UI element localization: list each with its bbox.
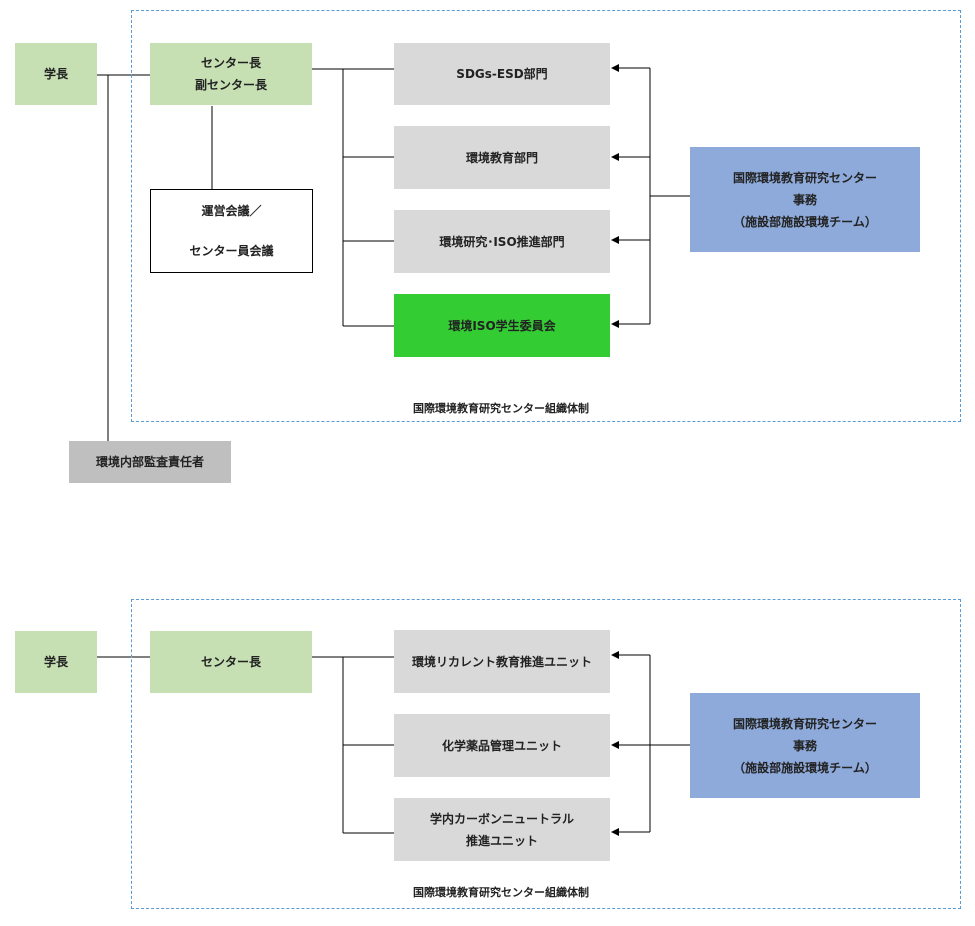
bottom-office-box: 国際環境教育研究センター 事務 （施設部施設環境チーム） — [690, 693, 920, 798]
bottom-president-box: 学長 — [15, 631, 97, 693]
unit-label: 化学薬品管理ユニット — [441, 738, 562, 753]
division-label: 環境教育部門 — [465, 150, 538, 165]
office-label-2: 事務 — [792, 738, 817, 753]
student-iso-committee: 環境ISO学生委員会 — [394, 294, 610, 357]
office-label-3: （施設部施設環境チーム） — [733, 760, 877, 775]
unit-label: 環境リカレント教育推進ユニット — [411, 654, 592, 669]
bottom-caption: 国際環境教育研究センター組織体制 — [413, 886, 589, 899]
office-label-1: 国際環境教育研究センター — [732, 170, 877, 185]
top-organization-frame — [131, 10, 961, 422]
bottom-president-label: 学長 — [43, 655, 68, 669]
top-office-box: 国際環境教育研究センター 事務 （施設部施設環境チーム） — [690, 147, 920, 252]
division-environmental-education: 環境教育部門 — [394, 126, 610, 189]
internal-auditor-box: 環境内部監査責任者 — [69, 441, 231, 483]
bottom-director-box: センター長 — [150, 631, 312, 693]
unit-recurrent-education: 環境リカレント教育推進ユニット — [394, 630, 610, 693]
office-label-1: 国際環境教育研究センター — [732, 716, 877, 731]
top-caption: 国際環境教育研究センター組織体制 — [413, 402, 589, 415]
top-deputy-director-label: 副センター長 — [194, 78, 267, 92]
unit-label-1: 学内カーボンニュートラル — [429, 811, 574, 826]
top-president-label: 学長 — [43, 67, 68, 81]
auditor-label: 環境内部監査責任者 — [95, 455, 204, 469]
bottom-director-label: センター長 — [200, 655, 261, 669]
committee-box: 運営会議／ センター員会議 — [150, 189, 313, 273]
unit-carbon-neutral: 学内カーボンニュートラル 推進ユニット — [394, 798, 610, 861]
unit-chemical-management: 化学薬品管理ユニット — [394, 714, 610, 777]
division-environmental-research-iso: 環境研究･ISO推進部門 — [394, 210, 610, 273]
committee-label-2: センター員会議 — [189, 244, 274, 258]
bottom-organization-frame — [131, 599, 961, 909]
top-director-label: センター長 — [200, 56, 261, 70]
committee-label-1: 運営会議／ — [201, 204, 262, 218]
top-director-box: センター長 副センター長 — [150, 43, 312, 105]
office-label-3: （施設部施設環境チーム） — [733, 214, 877, 229]
division-label: SDGs-ESD部門 — [456, 67, 548, 81]
unit-label-2: 推進ユニット — [465, 833, 538, 848]
division-label: 環境研究･ISO推進部門 — [439, 234, 565, 249]
top-president-box: 学長 — [15, 43, 97, 105]
division-sdgs-esd: SDGs-ESD部門 — [394, 43, 610, 105]
office-label-2: 事務 — [792, 192, 817, 207]
division-label: 環境ISO学生委員会 — [448, 318, 556, 333]
